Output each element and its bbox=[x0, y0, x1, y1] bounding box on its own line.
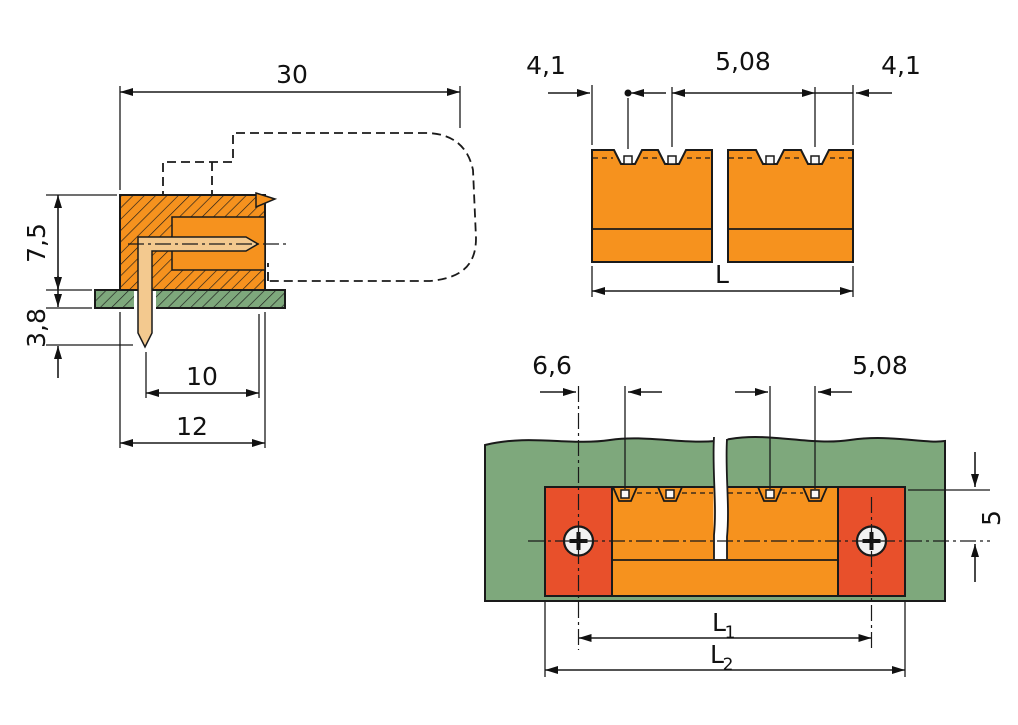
dim-edge-pin-right-label: 4,1 bbox=[881, 51, 921, 80]
dim-overall-depth: 30 bbox=[119, 60, 461, 190]
dim-pitch-top-label: 5,08 bbox=[852, 351, 908, 380]
front-housing-left bbox=[591, 149, 713, 263]
dim-edge-to-pin-left: 4,1 bbox=[526, 51, 666, 97]
dim-screw-spacing: L 1 bbox=[578, 608, 872, 643]
pcb-section bbox=[94, 289, 286, 309]
dim-pitch-front: 5,08 bbox=[672, 47, 815, 97]
pin-cross-section bbox=[667, 155, 677, 165]
dim-edge-pin-left-label: 4,1 bbox=[526, 51, 566, 80]
pin-cross-section bbox=[810, 155, 820, 165]
side-view: 30 7,5 3,8 10 bbox=[22, 60, 477, 448]
pin-cross-section bbox=[665, 489, 675, 499]
dim-overall-length-top: L 2 bbox=[544, 602, 906, 677]
dim-pin-offset-label: 10 bbox=[186, 362, 218, 391]
dim-housing-width: 12 bbox=[119, 312, 266, 448]
dim-l1-label: L bbox=[712, 608, 726, 637]
dim-height-label: 7,5 bbox=[22, 223, 51, 263]
top-view-notches bbox=[612, 486, 828, 502]
dim-l1-subscript: 1 bbox=[725, 623, 736, 643]
housing-latch-hook bbox=[255, 191, 278, 209]
dim-pin-offset: 10 bbox=[145, 314, 260, 398]
dim-screw-to-pin: 6,6 bbox=[532, 351, 662, 489]
dim-row-offset-label: 5 bbox=[977, 510, 1006, 526]
dim-l2-subscript: 2 bbox=[723, 655, 734, 675]
dim-overall-length: L bbox=[591, 260, 854, 297]
pin-cross-section bbox=[810, 489, 820, 499]
pin-cross-section bbox=[765, 489, 775, 499]
solder-pin bbox=[137, 236, 260, 349]
mating-plug-outline bbox=[162, 132, 477, 282]
dim-height-above-board: 7,5 bbox=[22, 194, 117, 291]
mounting-view: 6,6 5,08 5 L 1 L bbox=[484, 351, 1006, 677]
pin1-marker-dot bbox=[624, 89, 632, 97]
dim-row-offset: 5 bbox=[908, 452, 1006, 582]
break-lines bbox=[712, 431, 729, 559]
dim-pitch-top: 5,08 bbox=[735, 351, 908, 489]
dim-pitch-front-label: 5,08 bbox=[715, 47, 771, 76]
dim-overall-depth-label: 30 bbox=[276, 60, 308, 89]
front-housing-right bbox=[727, 149, 854, 263]
front-view: 4,1 5,08 4,1 L bbox=[526, 47, 921, 297]
dim-screw-pin-label: 6,6 bbox=[532, 351, 572, 380]
pin-cross-section bbox=[623, 155, 633, 165]
dim-length-label: L bbox=[715, 260, 729, 289]
dim-pin-length-label: 3,8 bbox=[22, 308, 51, 348]
dim-edge-to-pin-right: 4,1 bbox=[815, 51, 921, 97]
dim-housing-width-label: 12 bbox=[176, 412, 208, 441]
pin-cross-section bbox=[620, 489, 630, 499]
dim-pin-length-below: 3,8 bbox=[22, 276, 133, 378]
dim-l2-label: L bbox=[710, 640, 724, 669]
pin-cross-section bbox=[765, 155, 775, 165]
